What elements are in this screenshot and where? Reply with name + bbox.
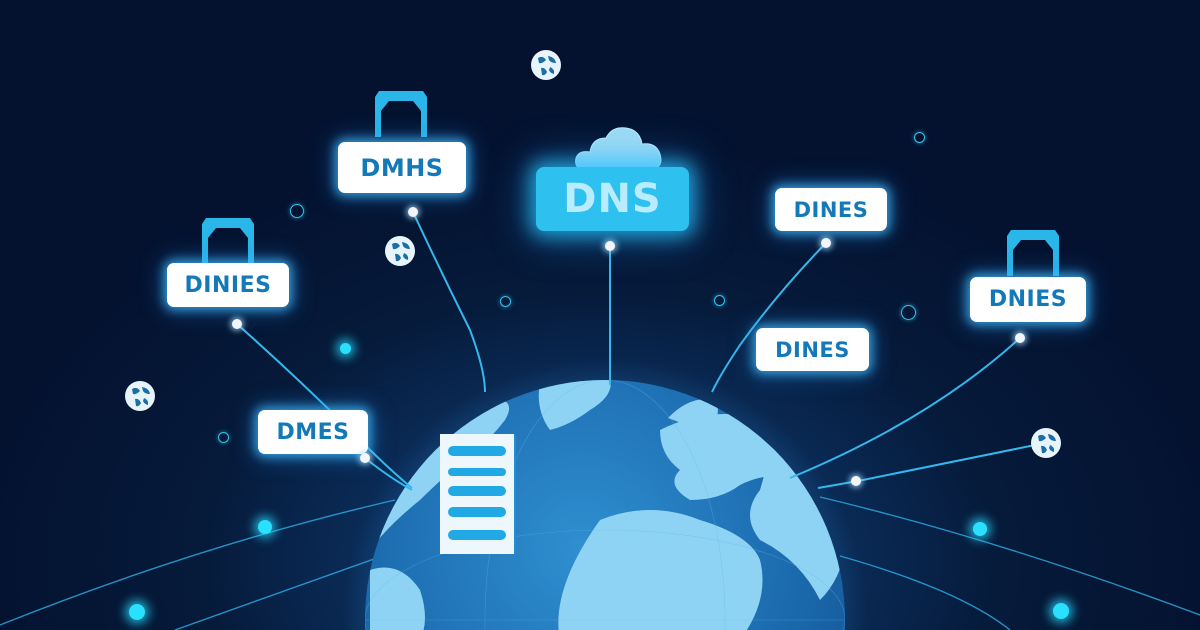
node-dines-top-right-label: DINES	[793, 197, 869, 222]
ring-dot	[500, 296, 511, 307]
glow-dot	[1053, 603, 1069, 619]
endpoint-dot	[1015, 333, 1025, 343]
ring-dot	[714, 295, 725, 306]
node-dmes[interactable]: DMES	[258, 410, 368, 454]
node-dines-mid-right[interactable]: DINES	[756, 328, 869, 371]
connector-icon	[202, 218, 254, 264]
cloud-icon	[575, 127, 662, 169]
connector-icon	[375, 91, 427, 137]
glow-dot	[340, 343, 351, 354]
glow-dot	[129, 604, 145, 620]
small-globe-icon	[1031, 428, 1061, 458]
node-dmes-label: DMES	[276, 419, 350, 445]
dns-central-label: DNS	[563, 176, 662, 222]
endpoint-dot	[821, 238, 831, 248]
dns-central-node[interactable]: DNS	[536, 167, 689, 231]
node-dines-top-right[interactable]: DINES	[775, 188, 887, 231]
server-stack-icon	[440, 434, 516, 554]
world-globe	[365, 380, 845, 630]
ring-dot	[290, 204, 304, 218]
small-globe-icon	[125, 381, 155, 411]
endpoint-dot	[408, 207, 418, 217]
endpoint-dot	[360, 453, 370, 463]
glow-dot	[258, 520, 272, 534]
endpoint-dot	[232, 319, 242, 329]
ring-dot	[218, 432, 229, 443]
node-dinies-left-label: DINIES	[184, 272, 272, 298]
ring-dot	[914, 132, 925, 143]
small-globe-icon	[531, 50, 561, 80]
node-dnies-right-label: DNIES	[988, 287, 1068, 312]
node-dinies-left[interactable]: DINIES	[167, 263, 289, 307]
node-dnies-right[interactable]: DNIES	[970, 277, 1086, 322]
node-dines-mid-right-label: DINES	[775, 337, 850, 362]
endpoint-dot	[605, 241, 615, 251]
ring-dot	[901, 305, 916, 320]
node-dmhs[interactable]: DMHS	[338, 142, 466, 193]
small-globe-icon	[385, 236, 415, 266]
glow-dot	[973, 522, 987, 536]
node-dmhs-label: DMHS	[360, 153, 444, 182]
endpoint-dot	[851, 476, 861, 486]
connector-icon	[1007, 230, 1059, 276]
